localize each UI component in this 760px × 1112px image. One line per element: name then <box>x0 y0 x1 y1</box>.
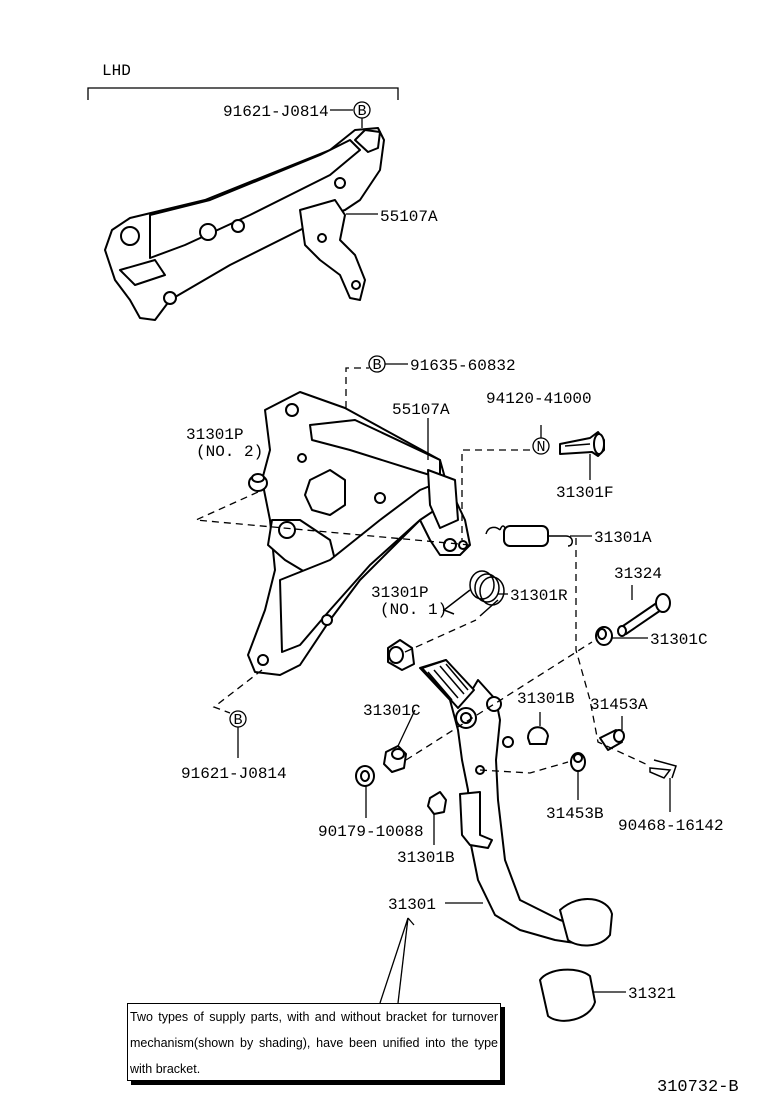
section-label-lhd: LHD <box>102 62 131 80</box>
label-bushing-b-top: 31301B <box>517 690 575 708</box>
svg-text:B: B <box>372 357 381 374</box>
bushing-31301b-bottom-part <box>427 791 447 815</box>
marker-b-bottom-icon: B <box>229 710 247 729</box>
svg-text:B: B <box>233 712 242 729</box>
label-clip-453b: 31453B <box>546 805 604 823</box>
label-bushing-c-left: 31301C <box>363 702 421 720</box>
spring-31301r-part <box>442 570 505 617</box>
label-spring-a: 31301A <box>594 529 652 547</box>
upper-bracket-part <box>104 127 385 321</box>
dashed-assembly-lines <box>193 367 651 774</box>
pin-31301f-part <box>559 431 605 457</box>
main-bracket-part <box>247 391 471 676</box>
bushing-31301b-top-part <box>527 726 549 745</box>
spring-31301a-part <box>485 525 573 547</box>
brake-pedal-part <box>419 659 613 947</box>
shaft-31324-part <box>617 593 671 637</box>
label-upper-bolt: 91621-J0814 <box>223 103 329 121</box>
label-b-bolt-bottom: 91621-J0814 <box>181 765 287 783</box>
label-clip-90468: 90468-16142 <box>618 817 724 835</box>
note-box: Two types of supply parts, with and with… <box>127 1003 501 1081</box>
label-cushion-no2: 31301P <box>186 426 244 444</box>
label-cushion-no1: 31301P <box>371 584 429 602</box>
pedal-pad-part <box>539 968 596 1022</box>
clip-31453b-part <box>570 752 586 772</box>
label-pin-f: 31301F <box>556 484 614 502</box>
marker-n-icon: N <box>532 437 550 456</box>
pin-31453a-part <box>599 729 625 751</box>
label-pedal: 31301 <box>388 896 436 914</box>
clip-90468-part <box>649 759 677 779</box>
label-nut: 90179-10088 <box>318 823 424 841</box>
bushing-31301c-left-part <box>383 745 407 773</box>
bushing-31301c-right-part <box>595 626 613 646</box>
label-b-bolt-top: 91635-60832 <box>410 357 516 375</box>
label-pin-453a: 31453A <box>590 696 648 714</box>
marker-b-middle-icon: B <box>368 355 386 374</box>
cushion-no1-part <box>387 639 415 671</box>
label-n-part: 94120-41000 <box>486 390 592 408</box>
label-cushion-no2-sub: (NO. 2) <box>196 443 263 461</box>
marker-b-top-icon: B <box>353 101 371 120</box>
leader-lines <box>237 109 671 1004</box>
label-pad: 31321 <box>628 985 676 1003</box>
figure-number: 310732-B <box>657 1078 739 1097</box>
cushion-no2-part <box>248 473 268 492</box>
label-bushing-c-right: 31301C <box>650 631 708 649</box>
svg-text:N: N <box>536 439 545 456</box>
svg-text:B: B <box>357 103 366 120</box>
nut-90179-part <box>355 765 375 787</box>
label-upper-bracket: 55107A <box>380 208 438 226</box>
label-bushing-b-bottom: 31301B <box>397 849 455 867</box>
label-bracket: 55107A <box>392 401 450 419</box>
lhd-bracket-line <box>87 87 399 100</box>
label-spring-r: 31301R <box>510 587 568 605</box>
label-cushion-no1-sub: (NO. 1) <box>380 601 447 619</box>
label-shaft: 31324 <box>614 565 662 583</box>
